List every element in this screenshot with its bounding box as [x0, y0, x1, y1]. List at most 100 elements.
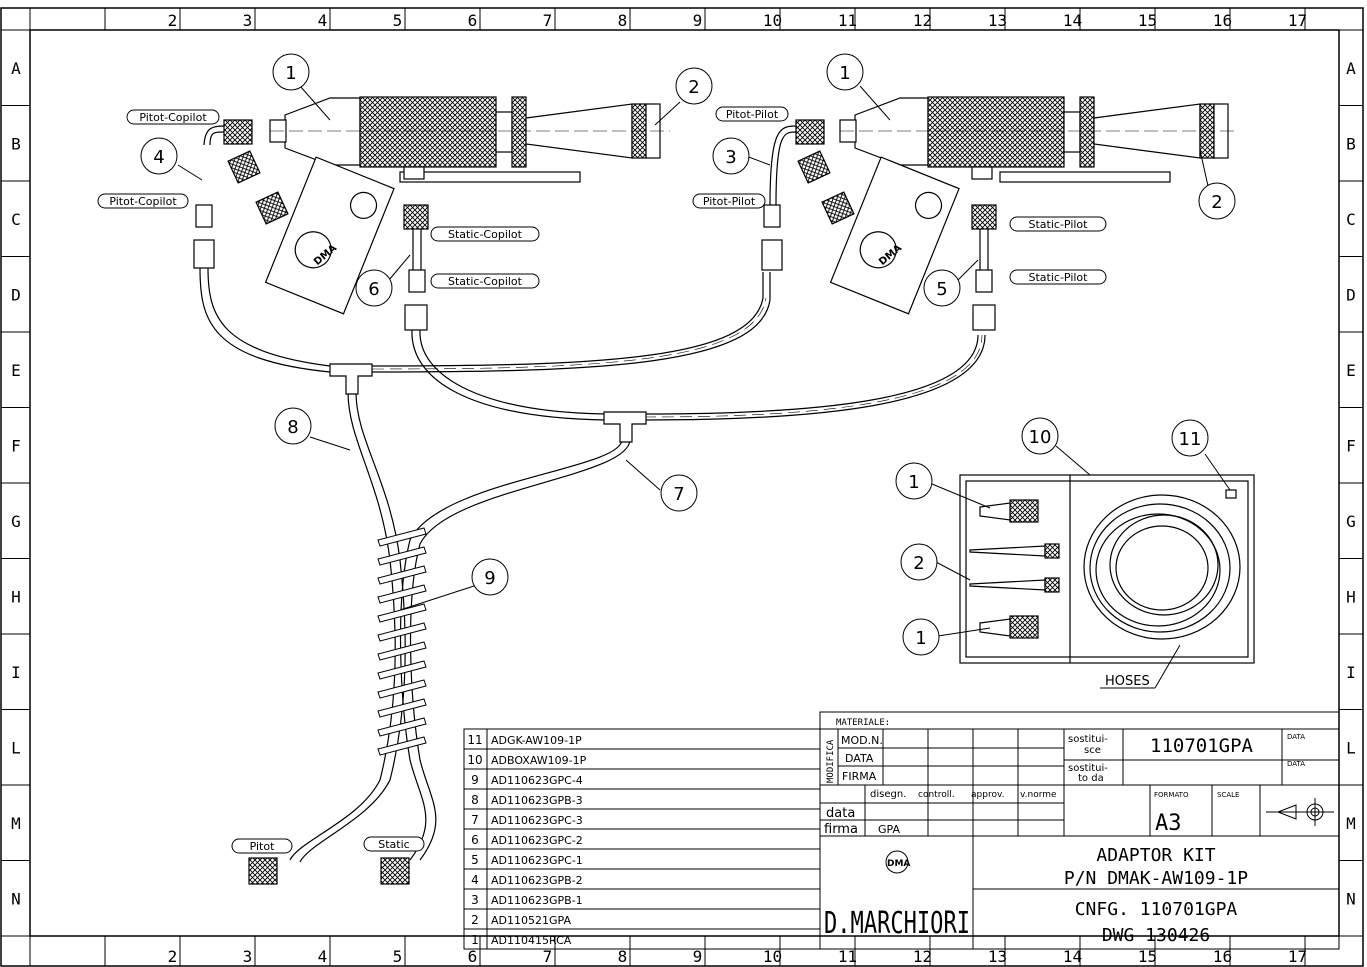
tag-pitot-copilot-top: Pitot-Copilot — [126, 109, 220, 125]
svg-text:Static-Pilot: Static-Pilot — [1029, 218, 1089, 231]
balloon-8: 8 — [274, 407, 312, 445]
svg-text:Static-Copilot: Static-Copilot — [448, 275, 523, 288]
zone-col-top: 14 — [1063, 11, 1082, 30]
zone-row-left: C — [11, 210, 21, 229]
spiral-band — [377, 603, 427, 623]
tag-pitot-pilot-top: Pitot-Pilot — [715, 106, 789, 122]
svg-text:2: 2 — [688, 77, 699, 98]
svg-text:9: 9 — [484, 568, 495, 589]
zone-row-right: C — [1346, 210, 1356, 229]
zone-col-bottom: 7 — [543, 947, 553, 966]
zone-row-left: A — [11, 59, 21, 78]
balloon-4: 4 — [140, 137, 178, 175]
zone-row-left: E — [11, 361, 21, 380]
svg-text:6: 6 — [368, 279, 379, 300]
zone-row-left: M — [11, 814, 21, 833]
cnfg-line: CNFG. 110701GPA — [1075, 899, 1238, 920]
svg-text:sce: sce — [1084, 745, 1101, 756]
zone-col-top: 8 — [618, 11, 628, 30]
tag-static-end: Static — [363, 836, 425, 852]
balloon-3: 3 — [712, 137, 750, 175]
spiral-wrap — [377, 527, 427, 756]
company-name: D.MARCHIORI — [824, 906, 970, 941]
svg-text:Pitot-Pilot: Pitot-Pilot — [703, 195, 756, 208]
tag-pitot-end: Pitot — [231, 838, 293, 854]
formato-value: A3 — [1155, 811, 1182, 836]
zone-col-bottom: 17 — [1288, 947, 1307, 966]
controll-label: controll. — [918, 790, 955, 800]
zone-col-bottom: 10 — [763, 947, 782, 966]
zone-row-right: E — [1346, 361, 1356, 380]
parts-item-number: 4 — [471, 873, 479, 887]
svg-text:2: 2 — [1211, 192, 1222, 213]
t-fittings — [329, 363, 647, 443]
disegn-label: disegn. — [870, 789, 906, 800]
zone-col-bottom: 9 — [693, 947, 703, 966]
data-small-2: DATA — [1287, 760, 1305, 768]
spiral-band — [377, 565, 427, 585]
zone-row-left: F — [11, 436, 21, 455]
zone-col-top: 9 — [693, 11, 703, 30]
zone-col-top: 7 — [543, 11, 553, 30]
tag-static-pilot-bottom: Static-Pilot — [1009, 269, 1107, 285]
tag-static-pilot-top: Static-Pilot — [1009, 216, 1107, 232]
balloon-6: 6 — [355, 269, 393, 307]
balloon-box-1b: 1 — [902, 618, 940, 656]
hoses-label: HOSES — [1105, 674, 1150, 689]
zone-row-right: D — [1346, 285, 1356, 304]
zone-col-bottom: 8 — [618, 947, 628, 966]
balloon-5: 5 — [923, 269, 961, 307]
zone-col-bottom: 2 — [168, 947, 178, 966]
zone-row-right: M — [1346, 814, 1356, 833]
tag-pitot-copilot-side: Pitot-Copilot — [97, 193, 189, 209]
zone-row-right: A — [1346, 59, 1356, 78]
approv-label: approv. — [971, 790, 1004, 800]
parts-item-code: ADBOXAW109-1P — [491, 754, 587, 767]
parts-item-number: 1 — [471, 933, 479, 947]
zone-col-bottom: 3 — [243, 947, 253, 966]
parts-item-number: 3 — [471, 893, 479, 907]
sostituisce-label: sostitui- — [1068, 734, 1108, 745]
vnorme-label: v.norme — [1020, 790, 1057, 800]
spiral-band — [377, 584, 427, 604]
mod-n-label: MOD.N. — [841, 734, 883, 747]
tag-pitot-pilot-side: Pitot-Pilot — [692, 193, 766, 209]
zone-col-top: 17 — [1288, 11, 1307, 30]
zone-col-bottom: 14 — [1063, 947, 1082, 966]
svg-text:1: 1 — [908, 472, 919, 493]
balloon-box-1a: 1 — [895, 462, 933, 500]
parts-item-number: 6 — [471, 833, 479, 847]
zone-col-bottom: 12 — [913, 947, 932, 966]
zone-row-left: I — [11, 663, 21, 682]
hose-lines — [199, 267, 986, 863]
svg-text:1: 1 — [285, 63, 296, 84]
parts-item-code: AD110623GPC-4 — [491, 774, 583, 787]
svg-text:1: 1 — [915, 628, 926, 649]
svg-text:10: 10 — [1029, 427, 1052, 448]
parts-item-code: AD110623GPC-3 — [491, 814, 583, 827]
tag-static-copilot-top: Static-Copilot — [430, 226, 540, 242]
spiral-band — [377, 679, 427, 699]
spiral-band — [377, 546, 427, 566]
parts-item-number: 2 — [471, 913, 479, 927]
scale-label: SCALE — [1217, 791, 1239, 799]
zone-col-top: 4 — [318, 11, 328, 30]
title-block-text: MATERIALE: MODIFICA MOD.N. DATA FIRMA di… — [824, 718, 1305, 946]
zone-row-left: G — [11, 512, 21, 531]
parts-item-code: AD110623GPB-2 — [491, 874, 583, 887]
zone-row-right: H — [1346, 587, 1356, 606]
svg-text:Pitot-Copilot: Pitot-Copilot — [109, 195, 177, 208]
svg-text:Static-Pilot: Static-Pilot — [1029, 271, 1089, 284]
spiral-band — [377, 698, 427, 718]
spiral-band — [377, 736, 427, 756]
materiale-label: MATERIALE: — [836, 718, 890, 728]
balloon-10: 10 — [1021, 417, 1059, 455]
end-connectors — [248, 857, 410, 885]
storage-case — [959, 474, 1255, 664]
balloon-7: 7 — [660, 474, 698, 512]
zone-col-bottom: 6 — [468, 947, 478, 966]
balloon-box-2: 2 — [900, 543, 938, 581]
